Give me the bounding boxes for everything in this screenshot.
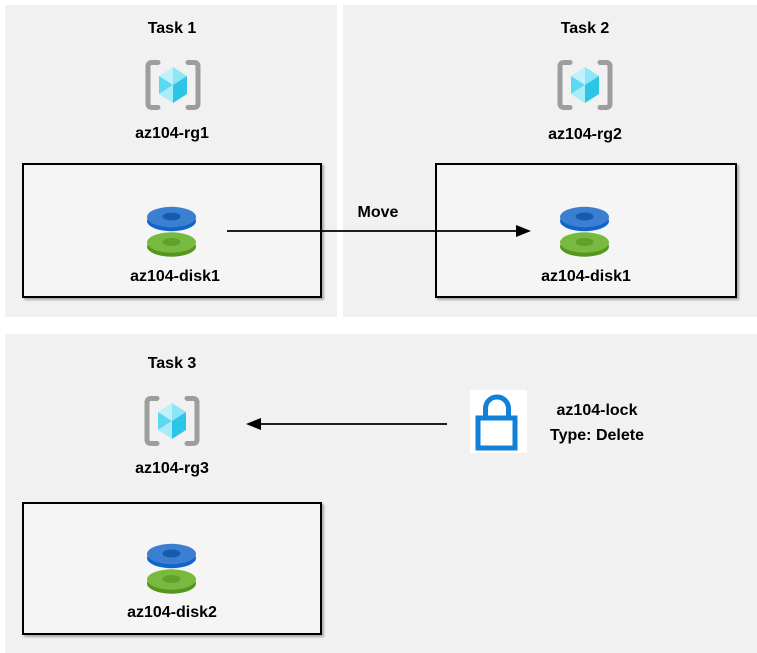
move-arrow-label: Move <box>357 204 399 221</box>
task-1-title: Task 1 <box>147 20 197 37</box>
disk-icon <box>143 541 200 600</box>
resource-group-icon <box>556 59 614 116</box>
lock-type-label: Type: Delete <box>550 427 644 444</box>
task-3-title: Task 3 <box>147 355 197 372</box>
resource-group-label: az104-rg3 <box>135 460 209 477</box>
disk-label: az104-disk1 <box>541 268 631 285</box>
resource-group-label: az104-rg1 <box>135 125 209 142</box>
resource-group-icon <box>144 59 202 116</box>
resource-group-icon <box>143 395 201 452</box>
resource-group-label: az104-rg2 <box>548 126 622 143</box>
disk-label: az104-disk1 <box>130 268 220 285</box>
task-3-resource-box <box>22 502 322 635</box>
lock-name-label: az104-lock <box>556 402 638 419</box>
disk-icon <box>556 204 613 263</box>
disk-label: az104-disk2 <box>127 604 217 621</box>
lock-icon <box>470 390 527 453</box>
task-2-title: Task 2 <box>560 20 610 37</box>
disk-icon <box>143 204 200 263</box>
